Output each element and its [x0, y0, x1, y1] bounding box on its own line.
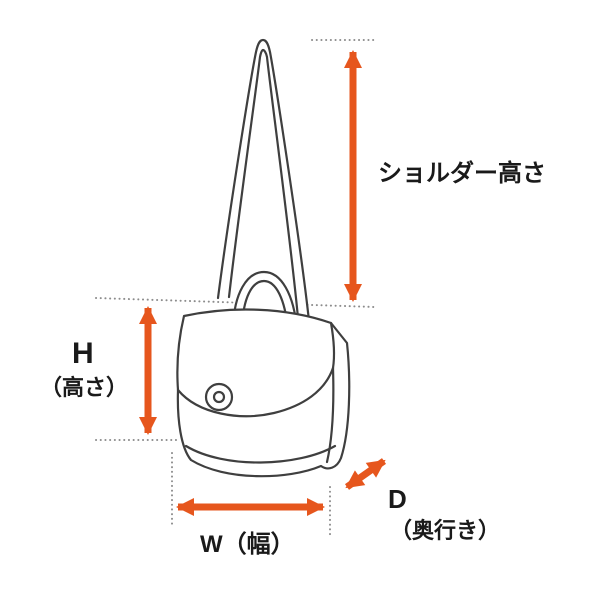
bag-illustration: [176, 38, 351, 478]
flap-bottom-edge: [176, 366, 335, 418]
gusset-edge: [325, 366, 335, 464]
strap-inner-edge: [227, 48, 300, 320]
clasp-outer-ring: [204, 382, 234, 412]
guide-bag-top: [95, 297, 376, 308]
bottom-seam: [184, 444, 337, 464]
handle-inner-edge: [240, 279, 290, 332]
bag-body: [176, 308, 351, 478]
depth-name-label: （奥行き）: [390, 518, 500, 543]
depth-arrow: [344, 458, 387, 490]
width-label: W（幅）: [200, 531, 295, 558]
clasp-inner-ring: [212, 390, 226, 404]
flap-right-edge: [329, 321, 336, 370]
strap-outer-edge: [216, 38, 311, 323]
height-symbol-label: H: [72, 337, 94, 370]
dimension-arrows: [139, 50, 387, 516]
dimension-labels: ショルダー高さ H （高さ） W（幅） D （奥行き）: [40, 159, 546, 558]
depth-symbol-label: D: [388, 484, 407, 514]
shoulder-height-label: ショルダー高さ: [378, 159, 546, 187]
handle-outer-edge: [231, 270, 299, 332]
strap-fill: [218, 40, 309, 321]
height-name-label: （高さ）: [40, 375, 128, 400]
guide-lines: [95, 39, 376, 538]
